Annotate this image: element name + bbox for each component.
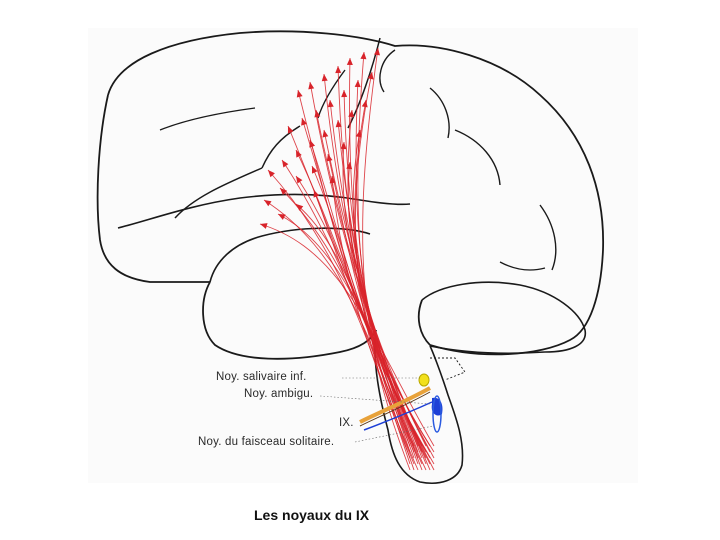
- label-salivary-nucleus: Noy. salivaire inf.: [216, 371, 307, 383]
- salivary-nucleus: [419, 374, 429, 386]
- slide-caption: Les noyaux du IX: [254, 507, 369, 523]
- label-solitary-nucleus: Noy. du faisceau solitaire.: [198, 436, 334, 448]
- label-nerve-ix: IX.: [339, 417, 354, 429]
- label-ambiguus-nucleus: Noy. ambigu.: [244, 388, 313, 400]
